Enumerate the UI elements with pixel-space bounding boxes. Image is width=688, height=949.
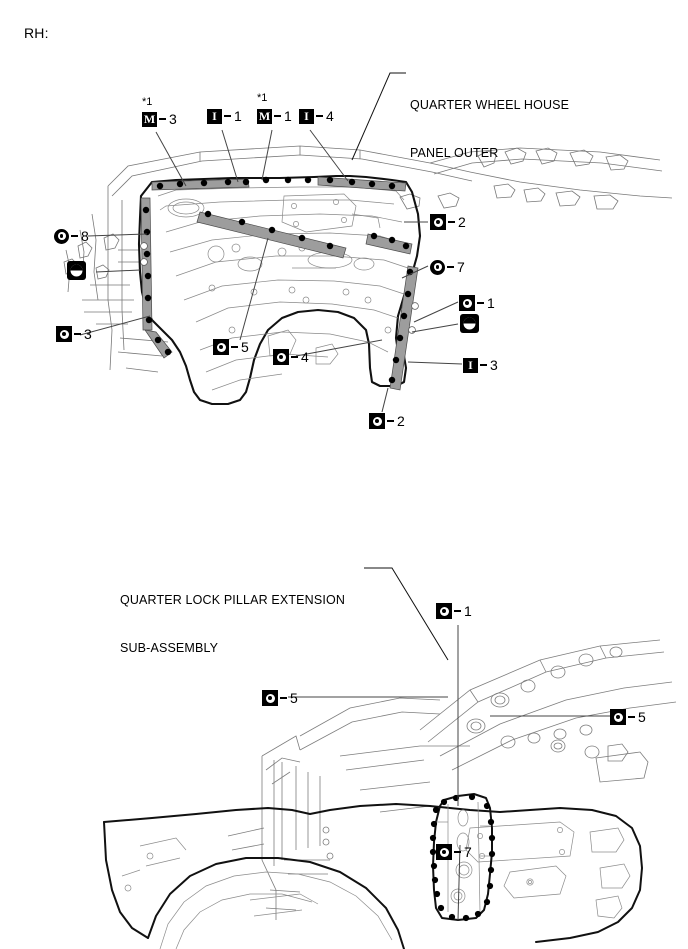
callout-number: 3: [169, 111, 177, 127]
leader-dash: [159, 118, 166, 120]
caption-line-1: QUARTER LOCK PILLAR EXTENSION: [120, 593, 346, 607]
leader-dash: [224, 115, 231, 117]
weld-spot-square-icon: [459, 295, 475, 311]
figure-caption-wheel-house: QUARTER WHEEL HOUSE PANEL OUTER: [410, 65, 569, 193]
caption-line-2: SUB-ASSEMBLY: [120, 641, 219, 655]
marker-box-m-icon: M: [257, 108, 272, 124]
footnote-mark-m1: *1: [257, 92, 268, 104]
callout-number: 5: [241, 339, 249, 355]
leader-dash: [291, 356, 298, 358]
leader-dash: [387, 420, 394, 422]
callout-i-1[interactable]: I 1: [207, 107, 242, 125]
callout-number: 5: [638, 709, 646, 725]
callout-square-1-right[interactable]: 1: [459, 294, 495, 312]
callout-pinwheel-left[interactable]: [67, 260, 86, 280]
marker-box-i-icon: I: [463, 357, 478, 373]
callout-bottom-square-7[interactable]: 7: [436, 843, 472, 861]
weld-spot-circle-icon: [430, 259, 445, 275]
callout-number: 2: [458, 214, 466, 230]
pinwheel-marker-icon: [460, 313, 479, 333]
leader-dash: [447, 266, 454, 268]
leader-dash: [477, 302, 484, 304]
weld-spot-square-icon: [436, 603, 452, 619]
leader-dash: [628, 716, 635, 718]
callout-pinwheel-right[interactable]: [460, 313, 479, 333]
caption-line-1: QUARTER WHEEL HOUSE: [410, 98, 570, 112]
callout-number: 5: [290, 690, 298, 706]
callout-square-2-right[interactable]: 2: [430, 213, 466, 231]
callout-square-2-bottom[interactable]: 2: [369, 412, 405, 430]
leader-dash: [448, 221, 455, 223]
callout-number: 7: [457, 259, 465, 275]
callout-bottom-square-5-left[interactable]: 5: [262, 689, 298, 707]
callout-i-4[interactable]: I 4: [299, 107, 334, 125]
callout-m-3[interactable]: M 3: [142, 110, 177, 128]
callout-number: 1: [487, 295, 495, 311]
callout-circle-7-right[interactable]: 7: [430, 258, 465, 276]
weld-spot-square-icon: [262, 690, 278, 706]
weld-spot-square-icon: [56, 326, 72, 342]
leader-dash: [454, 851, 461, 853]
pinwheel-marker-icon: [67, 260, 86, 280]
caption-line-2: PANEL OUTER: [410, 146, 499, 160]
callout-number: 4: [326, 108, 334, 124]
leader-dash: [71, 235, 78, 237]
weld-spot-square-icon: [430, 214, 446, 230]
callout-number: 8: [81, 228, 89, 244]
callout-number: 7: [464, 844, 472, 860]
callout-circle-8[interactable]: 8: [54, 227, 89, 245]
leader-dash: [280, 697, 287, 699]
leader-dash: [274, 115, 281, 117]
callout-number: 1: [284, 108, 292, 124]
callout-number: 2: [397, 413, 405, 429]
weld-spot-circle-icon: [54, 228, 69, 244]
callout-bottom-square-5-right[interactable]: 5: [610, 708, 646, 726]
marker-box-i-icon: I: [299, 108, 314, 124]
figure-caption-lock-pillar: QUARTER LOCK PILLAR EXTENSION SUB-ASSEMB…: [120, 560, 345, 688]
marker-box-m-icon: M: [142, 111, 157, 127]
weld-spot-square-icon: [436, 844, 452, 860]
leader-dash: [231, 346, 238, 348]
leader-dash: [74, 333, 81, 335]
callout-square-4-center[interactable]: 4: [273, 348, 309, 366]
quarter-lock-pillar-extension-drawing: .bt{fill:none;stroke:#7d7d7d;stroke-widt…: [103, 639, 677, 949]
weld-spot-square-icon: [213, 339, 229, 355]
callout-square-3-left[interactable]: 3: [56, 325, 92, 343]
callout-number: 1: [464, 603, 472, 619]
callout-number: 3: [84, 326, 92, 342]
callout-i-3-right[interactable]: I 3: [463, 356, 498, 374]
callout-number: 4: [301, 349, 309, 365]
footnote-mark-m3: *1: [142, 96, 153, 108]
marker-box-i-icon: I: [207, 108, 222, 124]
callout-number: 1: [234, 108, 242, 124]
quarter-wheel-house-panel-drawing: .t{fill:none;stroke:#787878;stroke-width…: [63, 145, 673, 406]
weld-spot-square-icon: [610, 709, 626, 725]
weld-spot-square-icon: [273, 349, 289, 365]
page-title: RH:: [24, 25, 49, 41]
callout-square-5-center[interactable]: 5: [213, 338, 249, 356]
leader-dash: [480, 364, 487, 366]
callout-number: 3: [490, 357, 498, 373]
weld-spot-square-icon: [369, 413, 385, 429]
callout-bottom-square-1[interactable]: 1: [436, 602, 472, 620]
leader-dash: [316, 115, 323, 117]
leader-dash: [454, 610, 461, 612]
callout-m-1[interactable]: M 1: [257, 107, 292, 125]
